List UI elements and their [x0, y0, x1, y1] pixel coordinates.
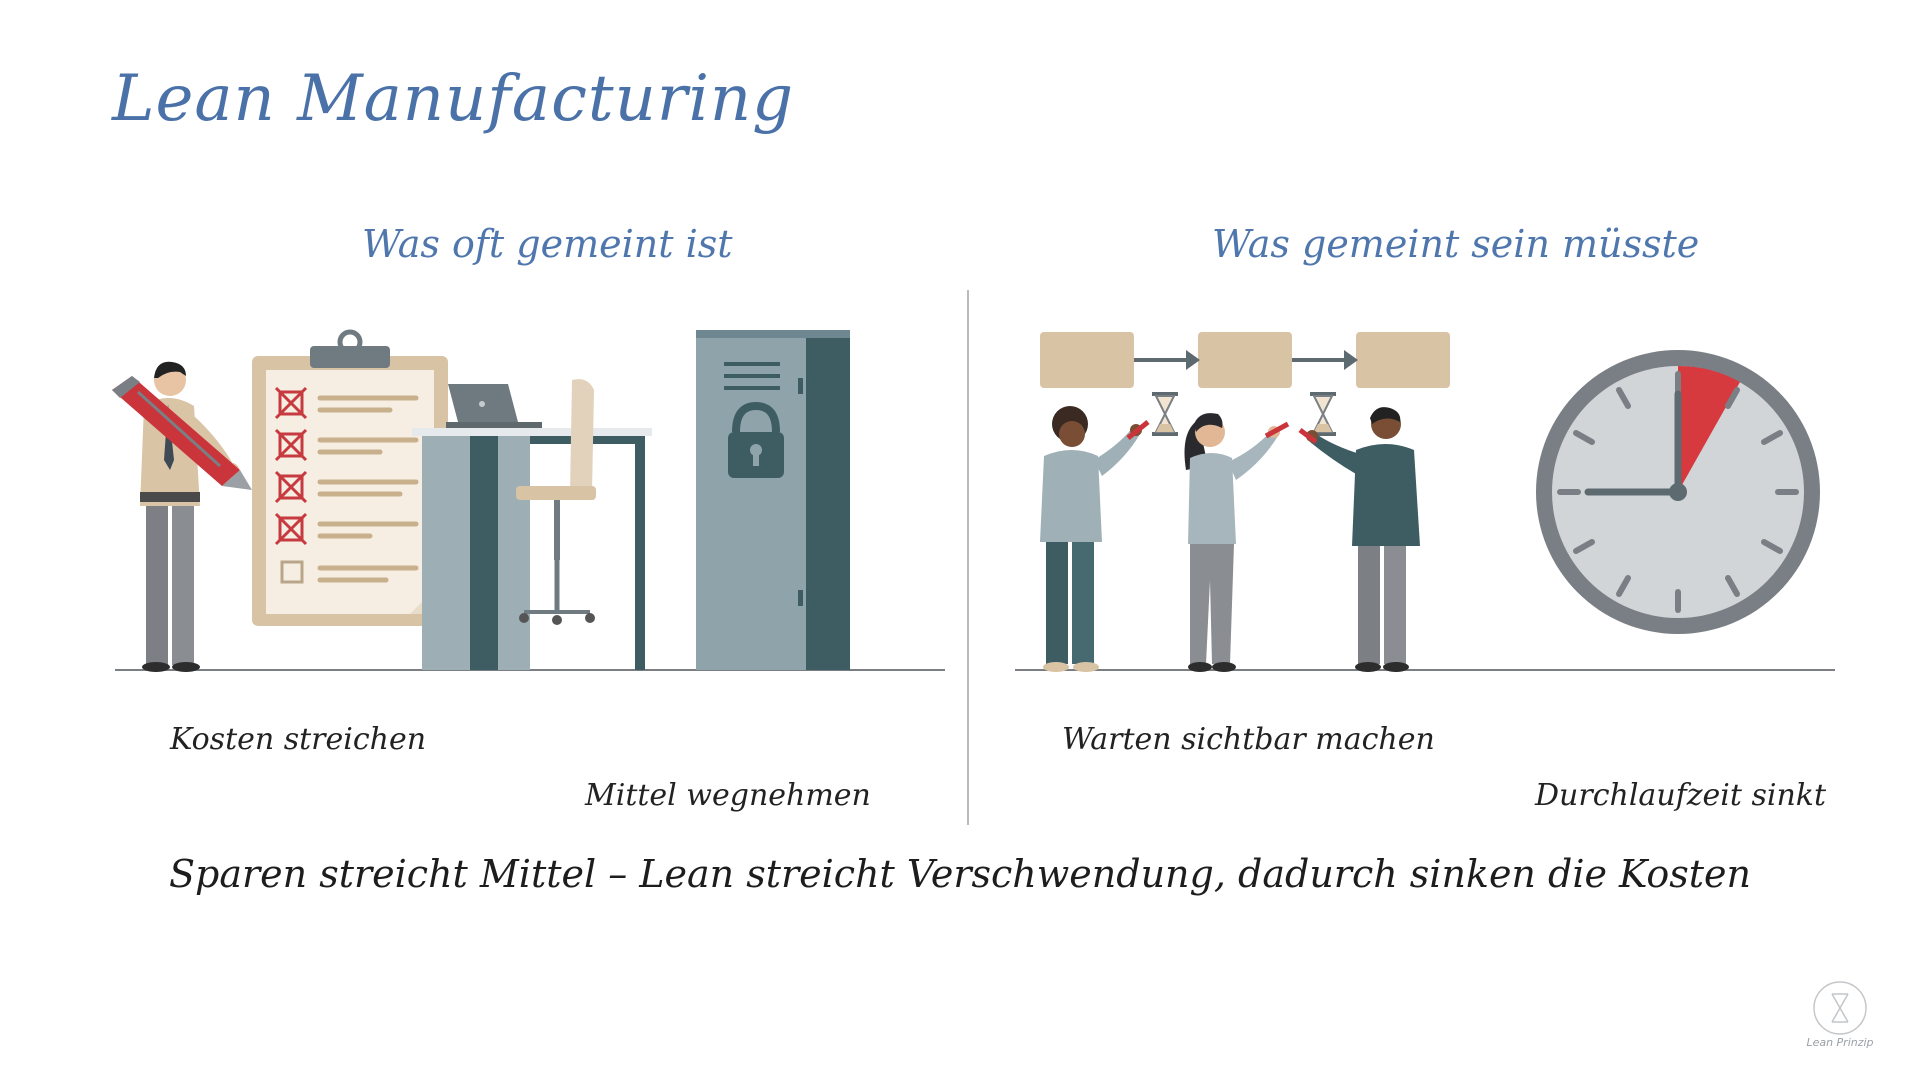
left-section-heading: Was oft gemeint ist — [362, 222, 733, 266]
caption-mittel-wegnehmen: Mittel wegnehmen — [585, 778, 871, 813]
summary-statement: Sparen streicht Mittel – Lean streicht V… — [168, 852, 1752, 896]
clock-icon — [1536, 350, 1820, 634]
caption-warten-sichtbar: Warten sichtbar machen — [1062, 722, 1435, 757]
process-flow — [1040, 332, 1450, 436]
person-icon — [1298, 407, 1420, 672]
locker-icon — [696, 330, 850, 670]
arrow-right-icon — [1292, 350, 1358, 370]
logo-text: Lean Prinzip — [1806, 1036, 1874, 1049]
center-divider — [967, 290, 969, 825]
logo-icon — [1813, 981, 1867, 1035]
left-illustration — [112, 329, 945, 672]
desk-icon — [412, 428, 652, 670]
caption-kosten-streichen: Kosten streichen — [170, 722, 427, 757]
person-icon — [1184, 413, 1290, 672]
clipboard-icon — [252, 329, 448, 626]
arrow-right-icon — [1134, 350, 1200, 370]
hourglass-icon — [1310, 392, 1336, 436]
page-title: Lean Manufacturing — [112, 62, 795, 136]
laptop-icon — [446, 384, 542, 428]
right-section-heading: Was gemeint sein müsste — [1212, 222, 1700, 266]
hourglass-icon — [1152, 392, 1178, 436]
person-icon — [1040, 406, 1150, 672]
right-illustration — [1015, 332, 1835, 672]
lock-icon — [728, 401, 784, 478]
pen-icon — [112, 376, 252, 490]
caption-durchlaufzeit: Durchlaufzeit sinkt — [1535, 778, 1827, 813]
chair-icon — [516, 379, 596, 625]
